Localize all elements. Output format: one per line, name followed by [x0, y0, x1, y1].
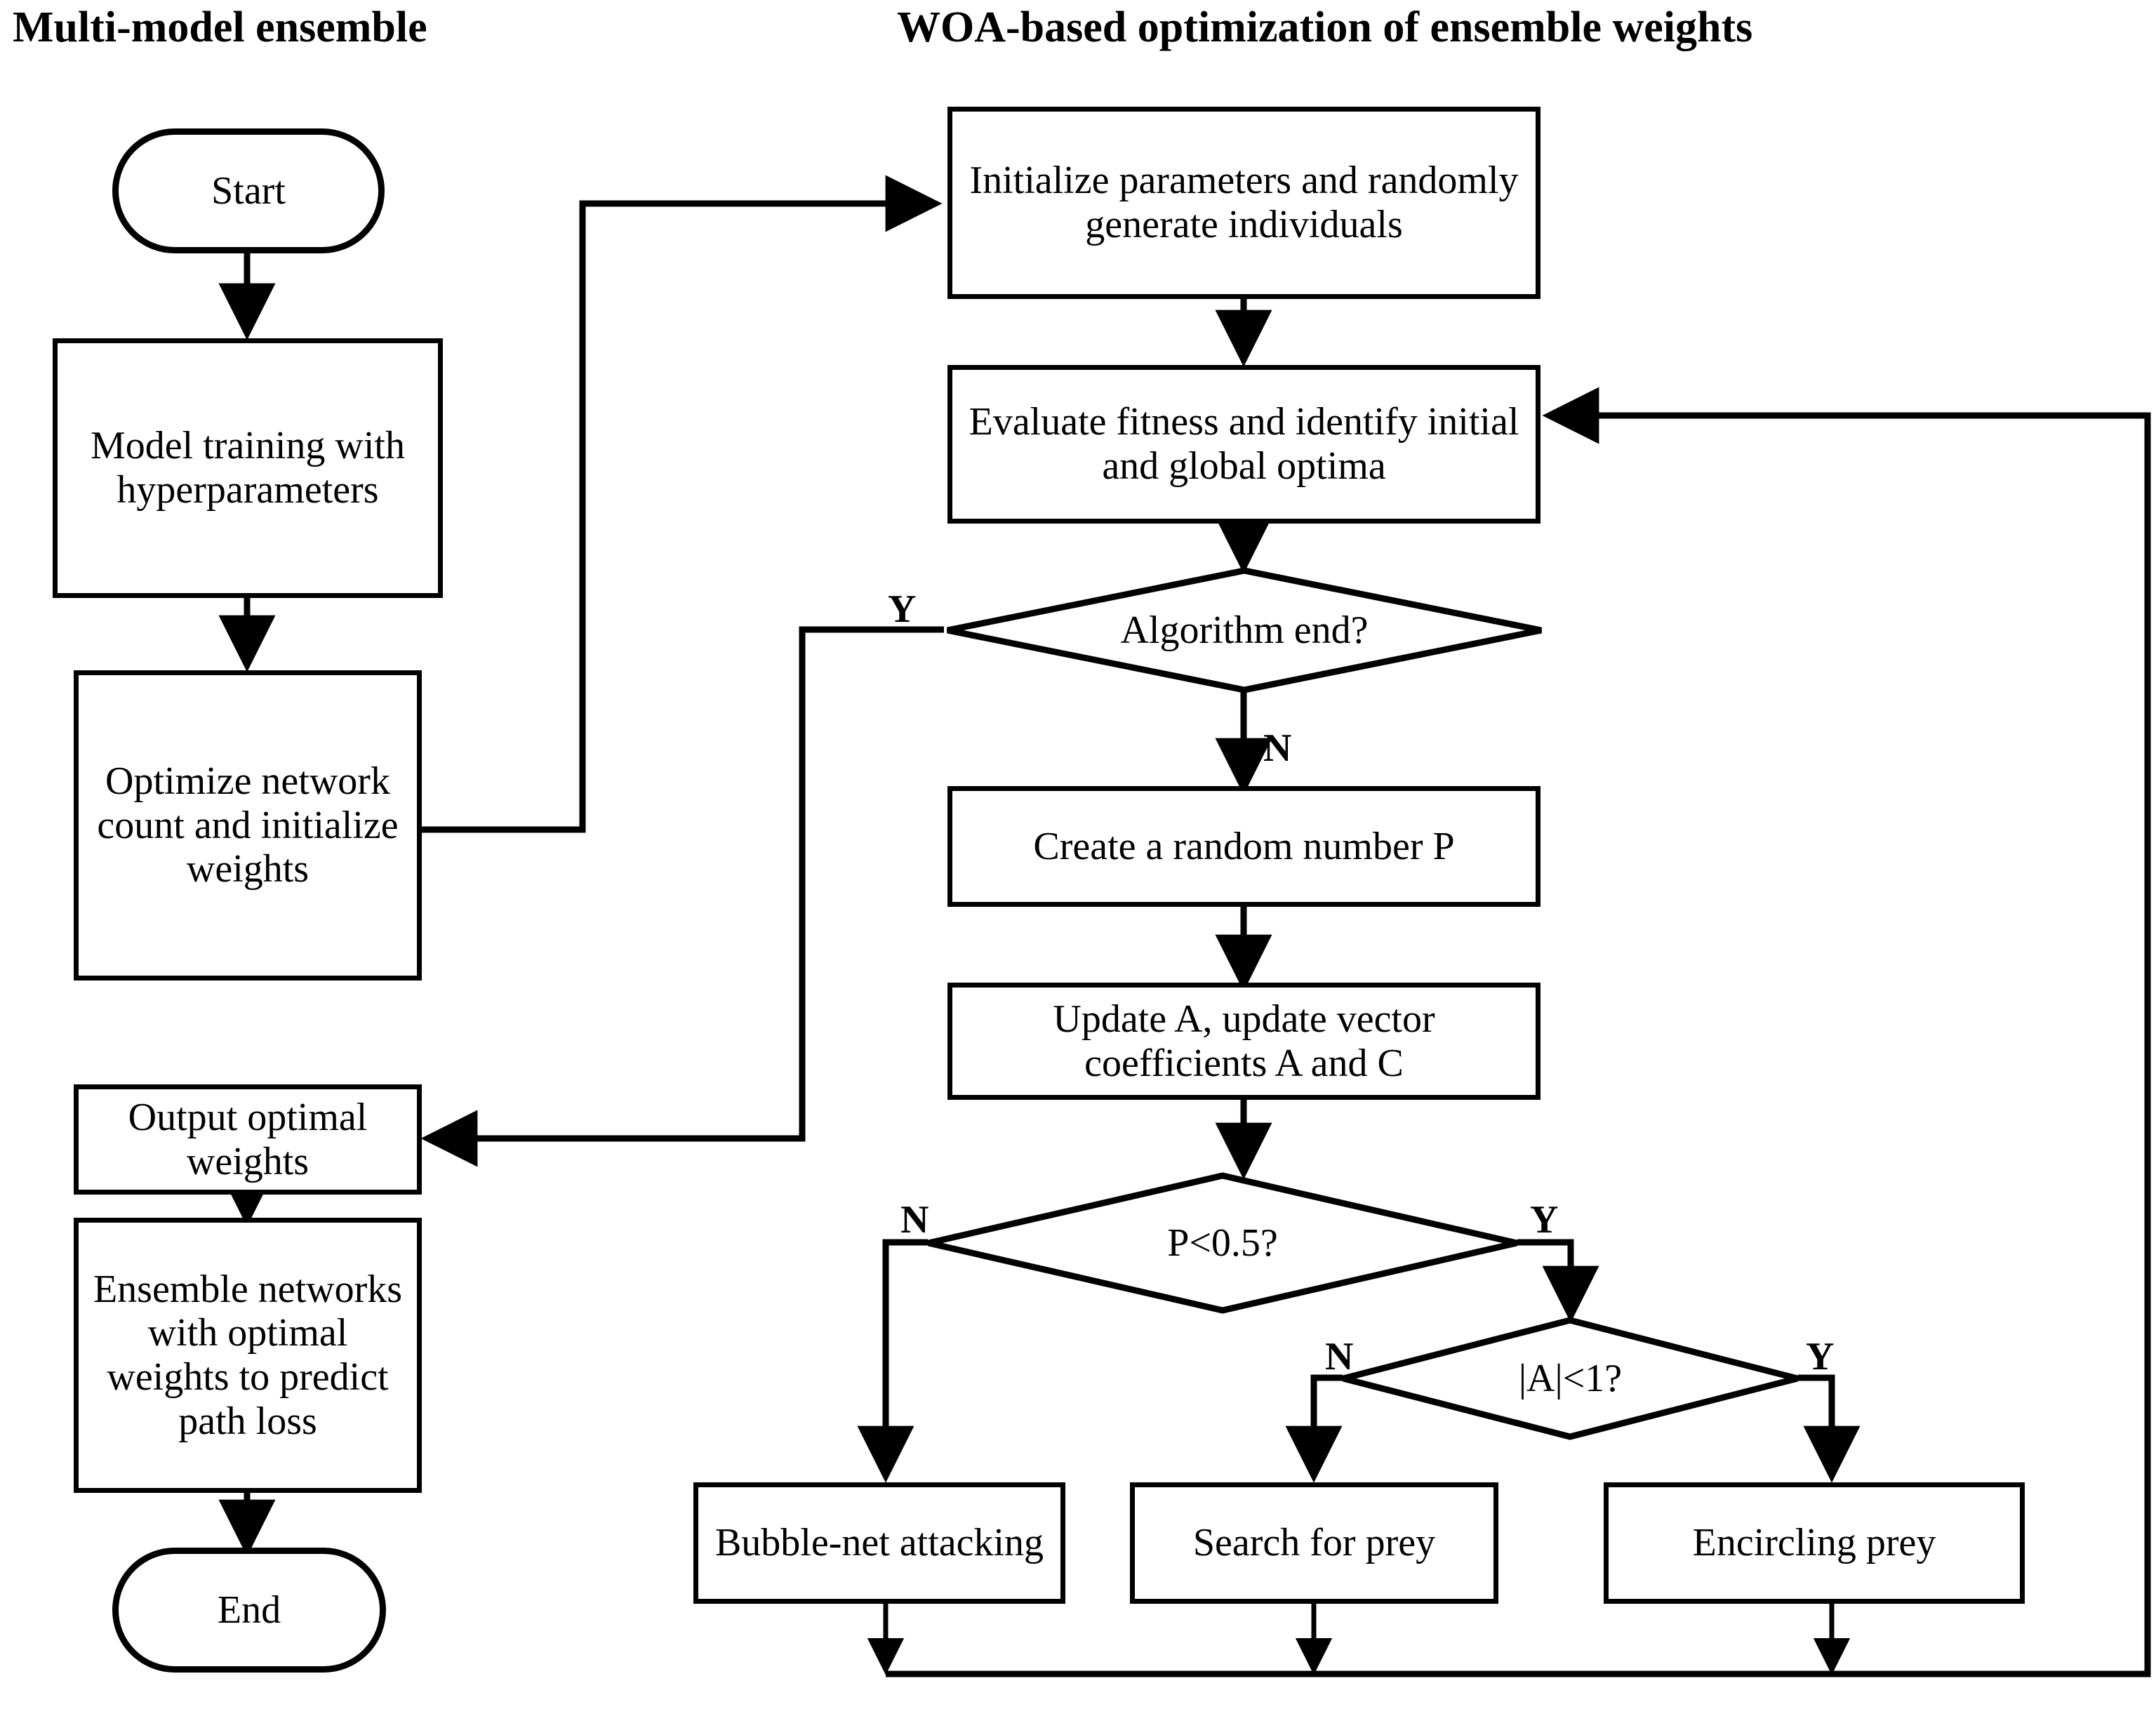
node-encircling-prey[interactable]: Encircling prey	[1604, 1482, 2025, 1604]
node-ensemble-predict-path-loss[interactable]: Ensemble networks with optimal weights t…	[74, 1218, 422, 1493]
node-create-random-number[interactable]: Create a random number P	[947, 786, 1541, 907]
node-algorithm-end-label: Algorithm end?	[1120, 609, 1369, 652]
node-model-training[interactable]: Model training with hyperparameters	[53, 338, 443, 598]
branch-label-a-yes: Y	[1806, 1335, 1835, 1378]
node-abs-a-decision[interactable]: |A|<1?	[1340, 1317, 1801, 1440]
node-bubble-net-attacking[interactable]: Bubble-net attacking	[693, 1482, 1065, 1604]
node-output-optimal-weights[interactable]: Output optimal weights	[74, 1084, 422, 1195]
right-section-title: WOA-based optimization of ensemble weigh…	[897, 4, 1753, 51]
node-evaluate-fitness[interactable]: Evaluate fitness and identify initial an…	[947, 365, 1541, 524]
node-abs-a-label: |A|<1?	[1518, 1357, 1623, 1400]
branch-label-p-no: N	[900, 1198, 929, 1242]
node-algorithm-end-decision[interactable]: Algorithm end?	[944, 567, 1545, 693]
left-section-title: Multi-model ensemble	[13, 4, 427, 51]
node-p-threshold-decision[interactable]: P<0.5?	[925, 1172, 1520, 1314]
node-end[interactable]: End	[112, 1548, 386, 1673]
branch-label-algorithm-end-yes: Y	[888, 587, 917, 631]
node-initialize-parameters[interactable]: Initialize parameters and randomly gener…	[947, 107, 1541, 299]
node-p-threshold-label: P<0.5?	[1167, 1221, 1278, 1265]
branch-label-a-no: N	[1325, 1335, 1354, 1378]
node-start[interactable]: Start	[112, 128, 385, 253]
node-optimize-network-count[interactable]: Optimize network count and initialize we…	[74, 670, 422, 981]
node-search-for-prey[interactable]: Search for prey	[1130, 1482, 1498, 1604]
node-update-a-coefficients[interactable]: Update A, update vector coefficients A a…	[947, 983, 1541, 1100]
branch-label-p-yes: Y	[1530, 1198, 1559, 1242]
branch-label-algorithm-end-no: N	[1263, 726, 1292, 770]
